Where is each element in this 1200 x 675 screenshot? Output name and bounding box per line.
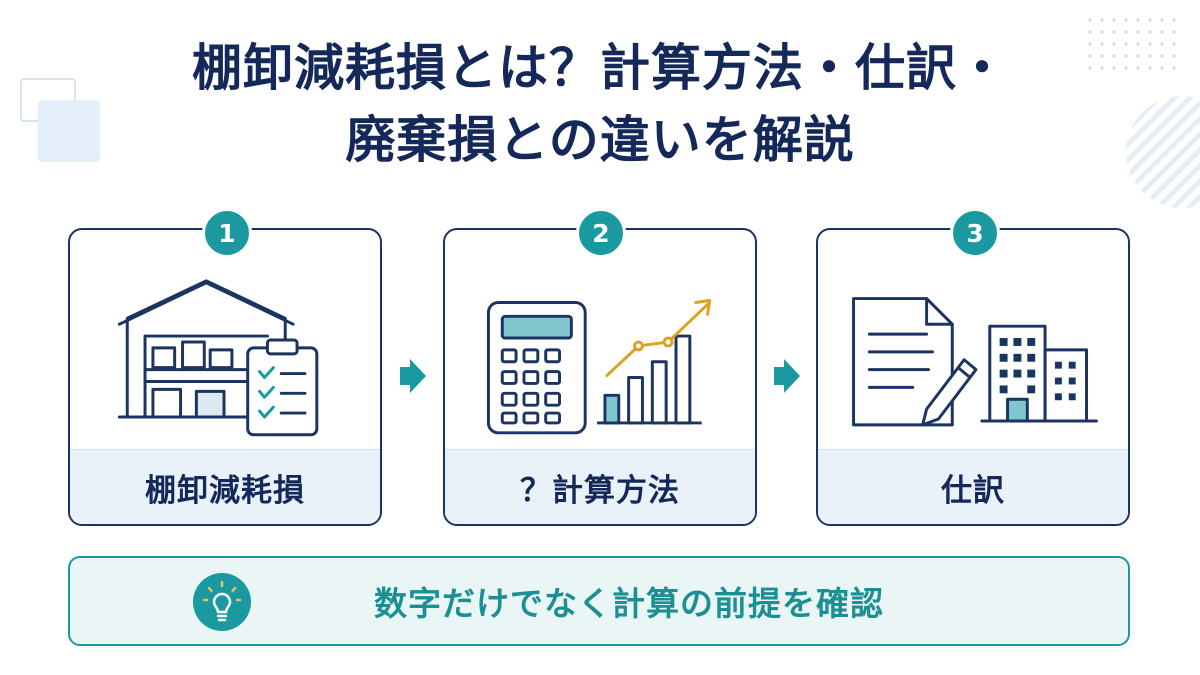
tip-text: 数字だけでなく計算の前提を確認 bbox=[374, 584, 884, 623]
step-1-card: 棚卸減耗損 bbox=[68, 228, 382, 526]
document-building-icon bbox=[852, 297, 1098, 427]
step-2-label: ？計算方法 bbox=[445, 449, 755, 524]
step-2-badge: 2 bbox=[576, 208, 626, 258]
arrow-right-icon bbox=[400, 359, 426, 393]
step-1-badge: 1 bbox=[202, 208, 252, 258]
step-3-label: 仕訳 bbox=[818, 449, 1128, 524]
step-3-card: 仕訳 bbox=[816, 228, 1130, 526]
title-line-1: 棚卸減耗損とは？計算方法・仕訳・ bbox=[192, 39, 1008, 97]
tip-banner: 数字だけでなく計算の前提を確認 bbox=[68, 556, 1130, 646]
calculator-chart-icon bbox=[486, 299, 712, 435]
page-title: 棚卸減耗損とは？計算方法・仕訳・ 廃棄損との違いを解説 bbox=[0, 32, 1200, 176]
decorative-square bbox=[38, 100, 100, 162]
step-2-card: ？計算方法 bbox=[443, 228, 757, 526]
step-1-label: 棚卸減耗損 bbox=[70, 449, 380, 524]
lightbulb-icon bbox=[193, 573, 251, 631]
warehouse-checklist-icon bbox=[117, 279, 319, 437]
step-3-badge: 3 bbox=[950, 208, 1000, 258]
decorative-dot-grid bbox=[1084, 14, 1182, 74]
arrow-right-icon bbox=[774, 359, 800, 393]
title-line-2: 廃棄損との違いを解説 bbox=[345, 111, 855, 169]
